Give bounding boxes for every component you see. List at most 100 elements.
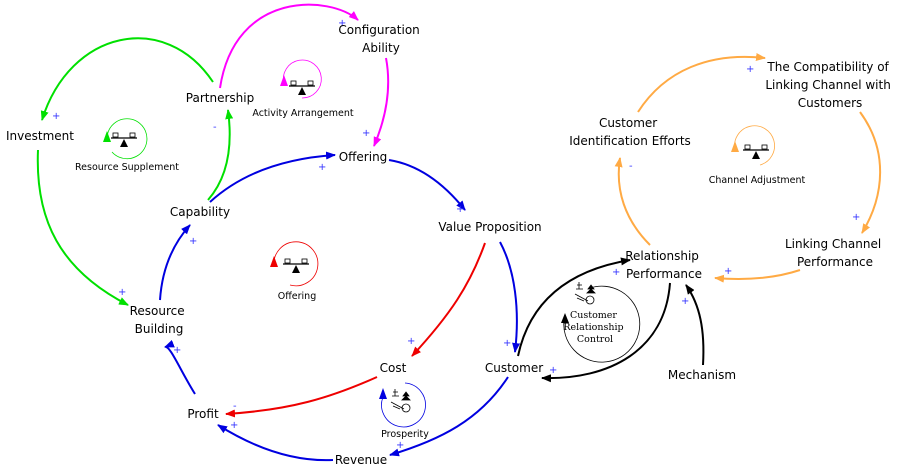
link-relationship-performance-to-customer[interactable] — [541, 282, 671, 383]
link-relationship-performance-to-customer-identification[interactable] — [614, 157, 651, 246]
node-offering[interactable]: Offering — [339, 150, 388, 164]
link-customer-identification-to-compatibility[interactable] — [637, 53, 766, 113]
link-investment-to-resource-building[interactable] — [36, 149, 129, 306]
link-profit-to-resource-building[interactable] — [164, 339, 196, 395]
link-revenue-to-profit[interactable] — [217, 424, 334, 462]
node-resource-building[interactable]: Resource Building — [130, 304, 189, 336]
loop-markers: Resource Supplement Activity Arrangement — [75, 59, 806, 440]
node-label-line: Customers — [798, 96, 863, 110]
polarity-sign: + — [230, 420, 238, 431]
seesaw-icon — [111, 132, 137, 147]
node-label-line: The Compatibility of — [766, 60, 889, 74]
node-relationship-performance[interactable]: Relationship Performance — [625, 249, 703, 281]
node-label-line: Relationship — [625, 249, 699, 263]
link-value-proposition-to-customer[interactable] — [499, 241, 521, 353]
link-customer-to-revenue[interactable] — [389, 376, 509, 457]
polarity-sign: + — [852, 212, 860, 223]
loop-direction-arrow — [561, 313, 569, 323]
node-investment[interactable]: Investment — [6, 129, 74, 143]
link-capability-to-partnership[interactable] — [207, 109, 234, 201]
node-capability[interactable]: Capability — [170, 205, 230, 219]
node-label-line: Configuration — [338, 23, 419, 37]
polarity-sign: + — [52, 111, 60, 122]
loop-offering[interactable]: Offering — [270, 241, 319, 302]
link-capability-to-offering[interactable] — [209, 151, 336, 203]
loop-label: Activity Arrangement — [252, 108, 354, 119]
polarity-marks: + + + + - + + + + - + + + + + + + - + + … — [52, 18, 860, 451]
loop-label: Customer Relationship Control — [563, 310, 626, 345]
loop-direction-arrow — [280, 75, 288, 86]
loop-label: Prosperity — [381, 429, 429, 440]
node-label-line: Linking Channel — [785, 237, 881, 251]
polarity-sign: + — [549, 365, 557, 376]
polarity-sign: + — [362, 128, 370, 139]
loop-channel-adjustment[interactable]: Channel Adjustment — [709, 125, 806, 186]
polarity-sign: + — [612, 267, 620, 278]
node-label-line: Customer — [599, 116, 657, 130]
node-partnership[interactable]: Partnership — [186, 91, 254, 105]
node-label-line: Ability — [362, 41, 400, 55]
loop-label-line: Control — [577, 334, 613, 345]
node-revenue[interactable]: Revenue — [335, 453, 387, 467]
polarity-sign: + — [318, 162, 326, 173]
polarity-sign: - — [213, 122, 217, 133]
link-partnership-to-configuration-ability[interactable] — [219, 3, 359, 89]
polarity-sign: + — [338, 18, 346, 29]
loop-label: Channel Adjustment — [709, 175, 806, 186]
polarity-sign: - — [233, 401, 237, 412]
node-linking-channel-performance[interactable]: Linking Channel Performance — [785, 237, 885, 269]
link-linking-channel-performance-to-relationship-performance[interactable] — [714, 269, 801, 283]
polarity-sign: + — [456, 204, 464, 215]
loop-label-line: Relationship — [563, 322, 623, 333]
link-compatibility-to-linking-channel-performance[interactable] — [859, 111, 882, 234]
link-partnership-to-investment[interactable] — [40, 37, 214, 121]
node-label-line: Linking Channel with — [765, 78, 890, 92]
loop-customer-relationship-control[interactable]: Customer Relationship Control — [561, 282, 641, 363]
node-configuration-ability[interactable]: Configuration Ability — [338, 23, 423, 55]
polarity-sign: + — [396, 440, 404, 451]
node-label-line: Performance — [626, 267, 702, 281]
node-label-line: Building — [135, 322, 184, 336]
loop-resource-supplement[interactable]: Resource Supplement — [75, 118, 179, 173]
node-cost[interactable]: Cost — [380, 361, 407, 375]
polarity-sign: + — [118, 287, 126, 298]
node-label-line: Resource — [130, 304, 185, 318]
loop-direction-arrow — [103, 131, 111, 142]
node-label-line: Performance — [797, 255, 873, 269]
polarity-sign: + — [407, 336, 415, 347]
loop-label: Resource Supplement — [75, 162, 179, 173]
polarity-sign: + — [681, 296, 689, 307]
polarity-sign: + — [746, 64, 754, 75]
loop-direction-arrow — [270, 256, 278, 267]
seesaw-icon — [283, 258, 309, 273]
seesaw-icon — [743, 144, 769, 159]
loop-prosperity[interactable]: Prosperity — [379, 382, 429, 440]
snowball-icon — [390, 389, 411, 413]
node-profit[interactable]: Profit — [187, 407, 219, 421]
loop-activity-arrangement[interactable]: Activity Arrangement — [252, 59, 354, 119]
node-customer[interactable]: Customer — [485, 361, 543, 375]
polarity-sign: + — [189, 236, 197, 247]
polarity-sign: + — [724, 266, 732, 277]
polarity-sign: + — [503, 338, 511, 349]
link-customer-to-relationship-performance[interactable] — [517, 257, 631, 357]
loop-direction-arrow — [731, 141, 739, 152]
snowball-icon — [574, 282, 596, 305]
link-cost-to-profit[interactable] — [225, 376, 378, 418]
link-mechanism-to-relationship-performance[interactable] — [685, 284, 705, 366]
polarity-sign: - — [629, 161, 633, 172]
link-value-proposition-to-cost[interactable] — [411, 242, 486, 357]
seesaw-icon — [289, 80, 315, 95]
link-configuration-ability-to-offering[interactable] — [373, 57, 390, 147]
node-customer-identification-efforts[interactable]: Customer Identification Efforts — [569, 116, 691, 148]
loop-label-line: Customer — [570, 310, 617, 321]
link-offering-to-value-proposition[interactable] — [388, 159, 466, 211]
node-compatibility-linking-channel[interactable]: The Compatibility of Linking Channel wit… — [765, 60, 894, 110]
node-value-proposition[interactable]: Value Proposition — [438, 220, 541, 234]
polarity-sign: + — [173, 345, 181, 356]
loop-direction-arrow — [379, 388, 387, 399]
nodes: Configuration Ability Partnership Invest… — [6, 23, 894, 467]
link-resource-building-to-capability[interactable] — [159, 224, 191, 301]
node-mechanism[interactable]: Mechanism — [668, 368, 736, 382]
